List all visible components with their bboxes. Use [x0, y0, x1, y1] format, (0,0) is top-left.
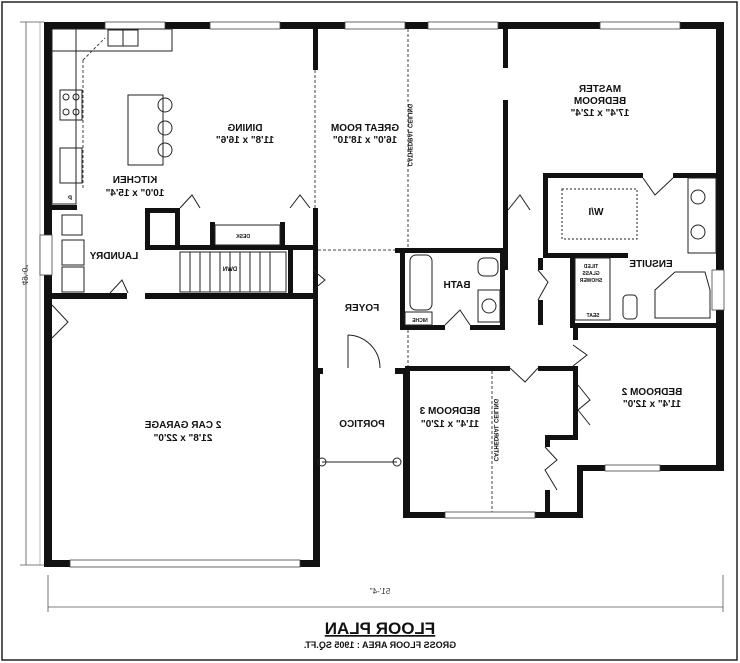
bathtub-icon	[409, 254, 433, 311]
niche-label: NICHE	[412, 318, 428, 324]
portico-label: PORTICO	[339, 419, 385, 430]
kitchen-size: 10'0" x 15'4"	[105, 188, 164, 199]
room-labels: DINING 11'8" x 16'6" GREAT ROOM 16'0" x …	[68, 84, 682, 461]
dining-label: DINING	[227, 123, 262, 134]
laundry-sink-icon	[61, 214, 83, 236]
great-room-size: 16'0" x 18'10"	[333, 135, 398, 146]
width-dimension-label: 51'-4"	[370, 587, 391, 596]
garage-size: 21'8" x 22'0"	[153, 433, 212, 444]
seat-label: SEAT	[587, 313, 600, 319]
master-label-2: BEDROOM	[574, 96, 626, 107]
great-room-ceiling-note: CATHEDRAL CEILING	[406, 103, 412, 166]
ensuite-vanity-icon	[687, 177, 717, 254]
shower-stall	[574, 257, 611, 321]
bedroom3-label: BEDROOM 3	[419, 406, 480, 417]
ensuite-label: ENSUITE	[629, 259, 673, 270]
shower-label-2: GLASS	[582, 271, 600, 277]
bath-vanity-icon	[477, 289, 501, 323]
stove-icon	[59, 89, 83, 121]
interior-walls	[52, 28, 718, 515]
master-label-1: MASTER	[578, 84, 621, 95]
bedroom2-size: 11'4" x 12'0"	[623, 399, 681, 410]
shower-label-1: TILED	[583, 264, 598, 270]
dryer-icon	[61, 266, 85, 293]
bedroom2-label: BEDROOM 2	[621, 387, 682, 398]
desk	[214, 224, 281, 246]
fridge-icon	[59, 147, 83, 184]
laundry-label: LAUNDRY	[89, 251, 138, 262]
foyer-label: FOYER	[344, 303, 379, 314]
depth-dimension-label: 49'-0"	[20, 265, 29, 286]
kitchen-island	[127, 94, 164, 166]
bedroom3-ceiling-note: CATHEDRAL CEILING	[492, 398, 498, 461]
fixtures	[51, 28, 717, 467]
bedroom3-size: 11'4" x 12'0"	[421, 419, 479, 430]
windows	[39, 21, 725, 568]
corner-tub-icon	[654, 271, 711, 319]
stairs-label: DWN	[223, 267, 237, 273]
depth-dimension-line	[20, 21, 44, 566]
pantry-label: P	[68, 196, 72, 202]
plan-title: FLOOR PLAN	[325, 619, 436, 638]
toilet-icon	[477, 257, 499, 277]
walk-in-label: W/I	[588, 207, 603, 218]
doors	[51, 177, 674, 491]
great-room-label: GREAT ROOM	[331, 123, 399, 134]
walk-in-closet-shelves	[561, 188, 638, 240]
garage-label: 2 CAR GARAGE	[144, 420, 221, 431]
ceiling-lines	[82, 29, 493, 512]
kitchen-label: KITCHEN	[113, 175, 157, 186]
ensuite-toilet-icon	[622, 294, 638, 320]
front-door	[347, 334, 381, 369]
width-dimension-line	[47, 575, 724, 612]
washer-icon	[61, 239, 85, 266]
master-size: 17'4" x 12'4"	[570, 108, 629, 119]
staircase	[179, 251, 287, 293]
desk-label: DESK	[236, 234, 250, 240]
garage-door-swing	[51, 304, 69, 339]
plan-subtitle: GROSS FLOOR AREA : 1905 SQ.FT.	[304, 640, 456, 650]
bath-label: BATH	[443, 280, 470, 291]
dining-size: 11'8" x 16'6"	[216, 135, 274, 146]
shower-label-3: SHOWER	[579, 278, 602, 284]
